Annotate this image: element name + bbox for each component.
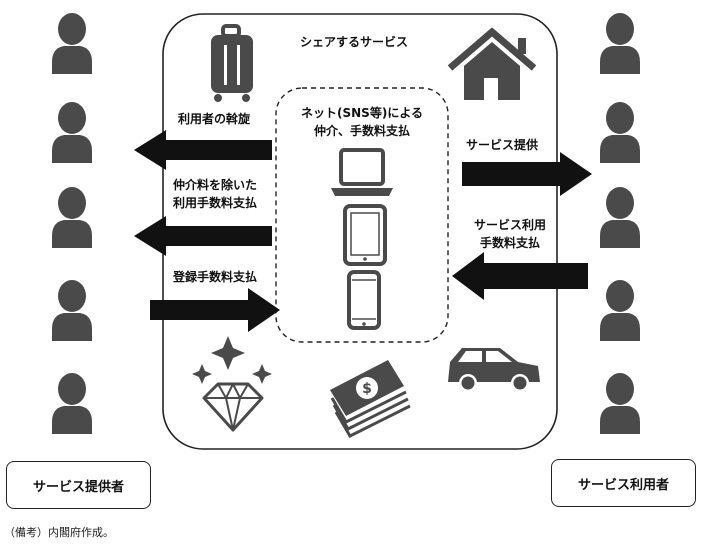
providers-label: サービス提供者 [32,479,124,495]
person-icon [600,187,640,248]
suitcase-icon [211,24,253,102]
car-icon [448,348,540,392]
source-note: （備考）内閣府作成。 [4,526,114,539]
registration-fee-arrow [150,288,280,332]
providers-column [52,13,92,434]
person-icon [600,280,640,341]
house-icon [447,27,537,100]
service-provision-arrow [462,152,592,196]
platform-label: ネット(SNS等)による 仲介、手数料支払 [292,104,432,140]
platform-label-line-2: 仲介、手数料支払 [313,124,410,138]
person-icon [52,280,92,341]
fee-minus-commission-line-2: 利用手数料支払 [173,196,258,210]
users-label: サービス利用者 [577,477,669,493]
person-icon [600,102,640,163]
money-icon: $ [330,360,411,438]
service-fee-line-2: 手数料支払 [480,236,541,250]
person-icon [52,13,92,74]
fee-payment-arrow [134,216,272,256]
person-icon [600,13,640,74]
fee-minus-commission-line-1: 仲介料を除いた [173,178,258,192]
person-icon [52,102,92,163]
diamond-icon [192,336,272,432]
person-icon [600,373,640,434]
tablet-icon [343,204,387,266]
laptop-icon [331,148,393,196]
service-fee-arrow [452,252,588,300]
service-fee-line-1: サービス利用 [474,218,547,232]
referral-arrow [134,130,272,170]
platform-dashed-frame [275,87,449,343]
providers-label-box: サービス提供者 [6,461,151,509]
svg-text:$: $ [362,381,372,397]
smartphone-icon [347,270,381,330]
users-label-box: サービス利用者 [551,459,696,507]
service-provision-label: サービス提供 [466,138,539,152]
diagram-title: シェアするサービス [300,35,409,49]
fee-minus-commission-label: 仲介料を除いた 利用手数料支払 [173,176,257,212]
referral-label: 利用者の斡旋 [178,112,251,126]
service-fee-label: サービス利用 手数料支払 [474,216,546,252]
users-column [600,13,640,434]
person-icon [52,187,92,248]
platform-label-line-1: ネット(SNS等)による [301,106,423,120]
registration-fee-label: 登録手数料支払 [173,270,258,284]
person-icon [52,373,92,434]
